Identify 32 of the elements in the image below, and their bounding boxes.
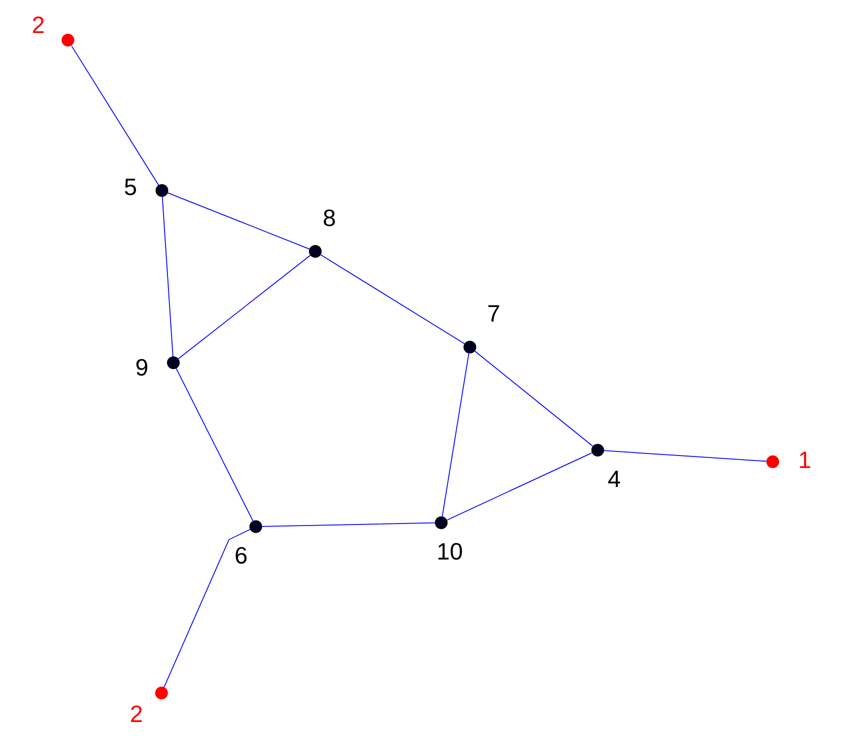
connector xyxy=(71,45,160,186)
node-label: 4 xyxy=(608,466,621,493)
node-circle xyxy=(167,356,180,370)
node-label: 5 xyxy=(124,174,138,201)
node-circle xyxy=(155,686,168,700)
node-circle xyxy=(591,444,604,457)
node-label: 2 xyxy=(32,13,45,40)
connector xyxy=(603,450,768,462)
node-label: 2 xyxy=(130,702,143,728)
connector xyxy=(162,196,174,357)
node-circle xyxy=(766,455,780,468)
connector xyxy=(446,452,592,520)
node-label: 6 xyxy=(234,543,248,570)
connector xyxy=(164,528,251,688)
connector xyxy=(178,254,311,360)
node-circle xyxy=(434,516,448,530)
node-label: 8 xyxy=(322,206,336,232)
node-label: 1 xyxy=(798,448,812,474)
connector xyxy=(167,192,310,250)
node-circle xyxy=(464,340,476,354)
node-circle xyxy=(156,184,168,197)
connector xyxy=(474,350,594,447)
node-label: 7 xyxy=(487,302,500,328)
node-circle xyxy=(249,520,262,533)
connector xyxy=(442,352,470,518)
node-circle xyxy=(308,245,322,258)
node-circle xyxy=(62,34,74,46)
connector xyxy=(262,522,436,527)
connector xyxy=(176,368,254,522)
node-label: 9 xyxy=(135,355,148,382)
node-label: 10 xyxy=(436,540,463,566)
connector xyxy=(320,254,465,344)
